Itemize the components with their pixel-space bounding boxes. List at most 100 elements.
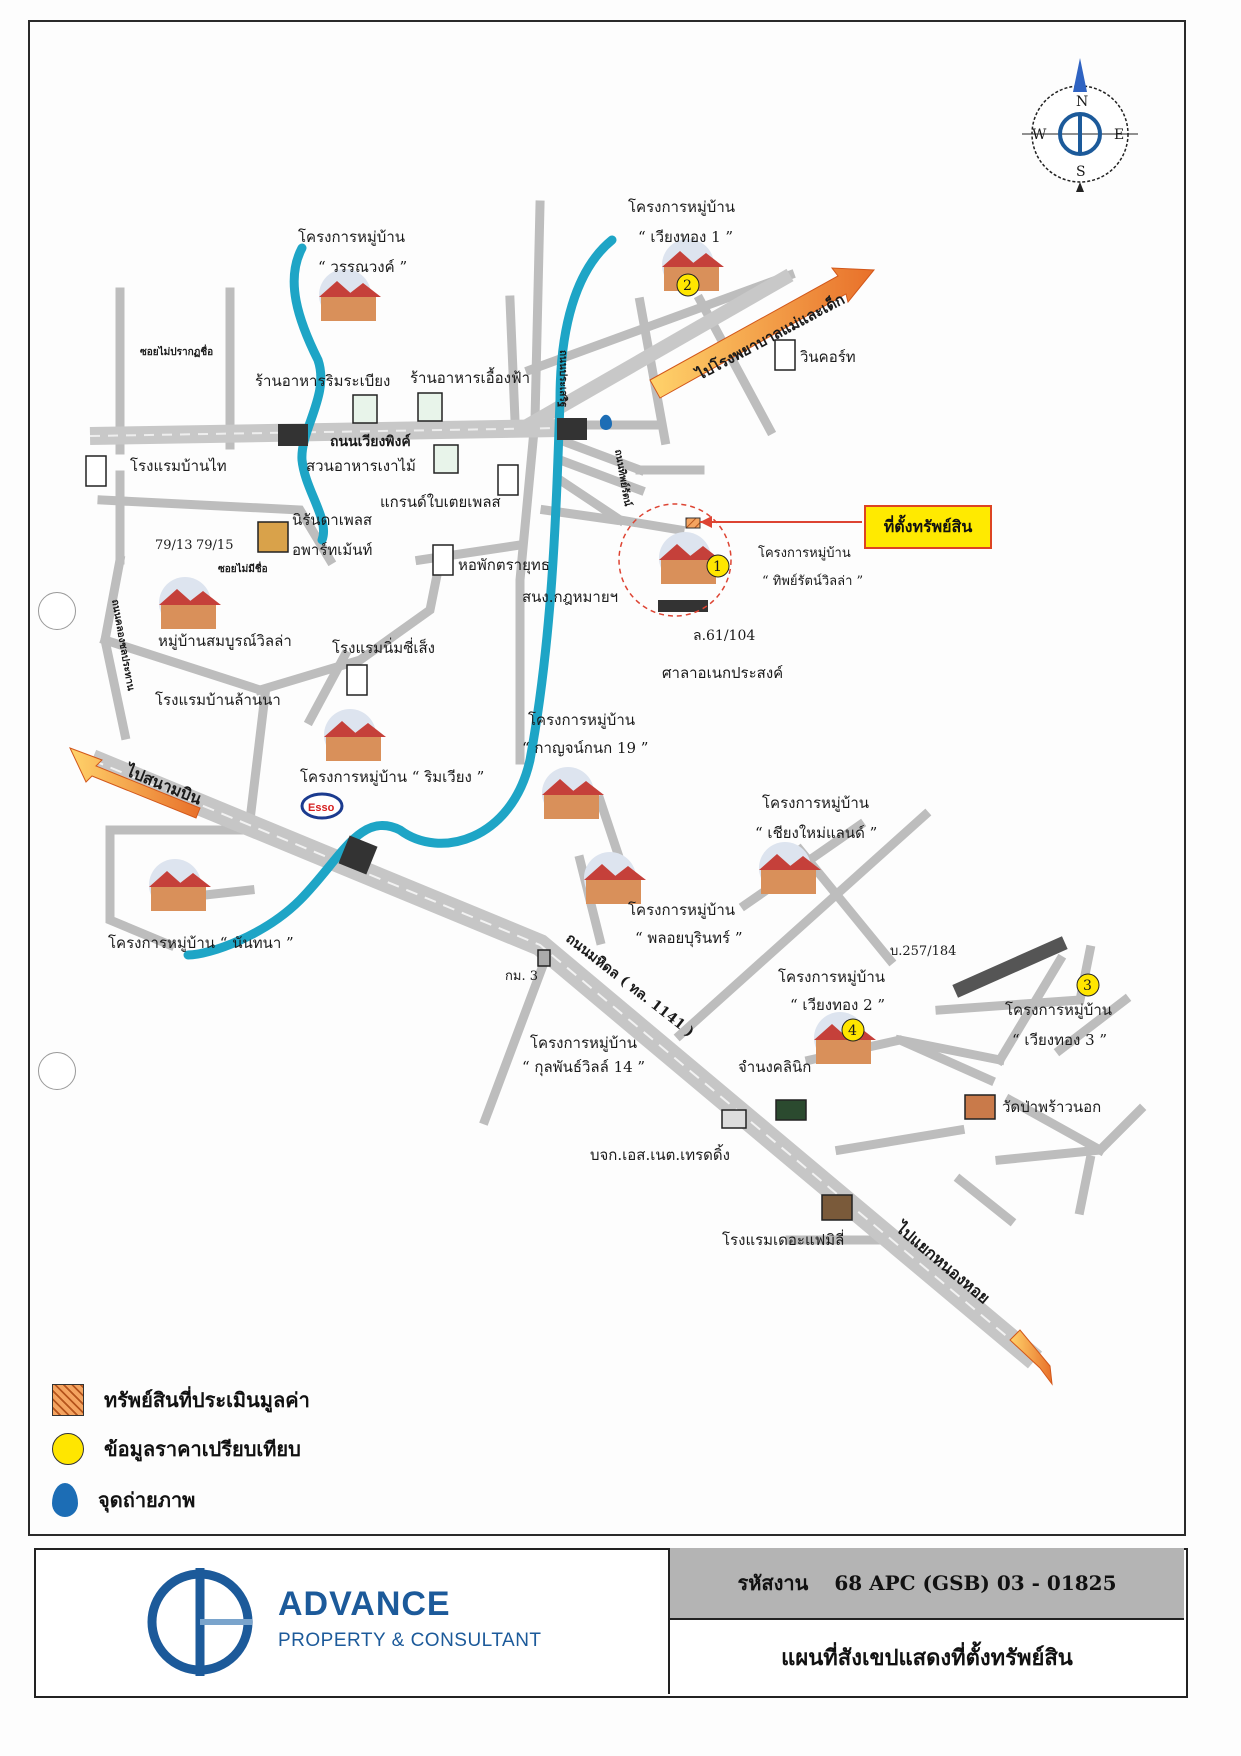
esso-logo-icon: Esso xyxy=(300,792,344,820)
compass-n: N xyxy=(1076,94,1088,110)
label-v-ploypurin-1: โครงการหมู่บ้าน xyxy=(628,901,735,919)
svg-text:1: 1 xyxy=(713,559,722,575)
photo-point-icon xyxy=(600,414,612,430)
blue-drop-icon xyxy=(52,1483,78,1517)
restaurant-icon xyxy=(433,444,459,474)
label-v-kanchanakanok-1: โครงการหมู่บ้าน xyxy=(528,711,635,729)
restaurant-icon xyxy=(417,392,443,422)
label-v-wiangthong2-1: โครงการหมู่บ้าน xyxy=(778,968,885,986)
grand-bayi-icon xyxy=(497,464,519,496)
village-icon xyxy=(584,852,646,904)
yellow-circle-icon xyxy=(52,1433,84,1465)
svg-text:Esso: Esso xyxy=(308,802,335,814)
label-nirun-1: นิรันดาเพลส xyxy=(292,511,372,529)
label-wat: วัดป่าพร้าวนอก xyxy=(1002,1098,1101,1116)
bridges xyxy=(278,418,587,875)
label-soi-noname2: ซอยไม่มีชื่อ xyxy=(218,561,268,575)
village-icon xyxy=(324,709,386,761)
map-border xyxy=(28,20,1186,1536)
label-v-kulphanvill-2: “ กุลพันธ์วิลล์ 14 ” xyxy=(522,1058,645,1077)
label-79-15: 79/15 xyxy=(196,538,233,553)
svg-text:4: 4 xyxy=(848,1023,857,1039)
label-v-wiangthong3-2: “ เวียงทอง 3 ” xyxy=(1012,1031,1107,1049)
label-v-wiangthong3-1: โครงการหมู่บ้าน xyxy=(1005,1001,1112,1019)
label-hotel-nimsiseng: โรงแรมนิ่มซี่เส็ง xyxy=(332,637,435,657)
comparison-marker-2: 2 xyxy=(676,273,700,297)
label-company: บจก.เอส.เนต.เทรดดิ้ง xyxy=(590,1144,730,1164)
legend-label: จุดถ่ายภาพ xyxy=(98,1488,196,1512)
jamnong-icon xyxy=(775,1099,807,1121)
village-icon xyxy=(319,269,381,321)
label-soi-noname: ซอยไม่ปรากฏชื่อ xyxy=(140,344,213,358)
label-nirun-2: อพาร์ทเม้นท์ xyxy=(292,541,372,559)
company-icon xyxy=(721,1109,747,1129)
hotel-bantai-icon xyxy=(85,455,107,487)
label-v-wiangthong1-1: โครงการหมู่บ้าน xyxy=(628,198,735,216)
legend-label: ทรัพย์สินที่ประเมินมูลค่า xyxy=(104,1388,310,1412)
dorm-icon xyxy=(432,544,454,576)
compass-e: E xyxy=(1114,127,1124,143)
label-v-thipratvilla-1: โครงการหมู่บ้าน xyxy=(758,545,851,561)
label-house-6104: ล.61/104 xyxy=(693,628,755,644)
label-rest-rimpiang: ร้านอาหารริมระเบียง xyxy=(255,372,390,390)
binder-hole-bottom xyxy=(38,1052,76,1090)
brand-name: ADVANCE xyxy=(278,1585,451,1623)
map-title: แผนที่สังเขปแสดงที่ตั้งทรัพย์สิน xyxy=(668,1620,1184,1694)
label-79-13: 79/13 xyxy=(155,538,192,553)
comparison-markers: 1 2 3 4 xyxy=(676,273,1100,1042)
village-icon xyxy=(659,532,721,584)
comparison-marker-4: 4 xyxy=(841,1018,865,1042)
label-road-prasert: ถนนประเสริฐ xyxy=(557,350,569,408)
village-icon xyxy=(542,767,604,819)
legend-row-comparison: ข้อมูลราคาเปรียบเทียบ xyxy=(52,1433,301,1465)
label-v-thipratvilla-2: “ ทิพย์รัตน์วิลล่า ” xyxy=(762,573,863,589)
job-code-label: รหัสงาน xyxy=(737,1571,809,1595)
label-rest-ueangfa: ร้านอาหารเอื้องฟ้า xyxy=(410,367,530,387)
label-v-wiangthong1-2: “ เวียงทอง 1 ” xyxy=(638,228,733,246)
village-icon xyxy=(149,859,211,911)
compass-w: W xyxy=(1032,127,1047,143)
village-icon xyxy=(759,842,821,894)
canals xyxy=(183,235,617,960)
label-v-warnawong-2: “ วรรณวงค์ ” xyxy=(318,258,407,276)
label-dorm-rayut: หอพักตรายุทธ xyxy=(458,556,550,575)
wincourt-icon xyxy=(774,339,796,371)
job-code-value: 68 APC (GSB) 03 - 01825 xyxy=(834,1571,1117,1595)
advance-logo-icon xyxy=(147,1568,253,1676)
property-location xyxy=(618,503,862,617)
comparison-marker-1: 1 xyxy=(706,554,730,578)
label-km3: กม. 3 xyxy=(505,969,538,984)
restaurant-icon xyxy=(352,394,378,424)
label-v-chiangmailand-2: “ เชียงใหม่แลนด์ ” xyxy=(755,824,877,842)
label-v-wiangthong2-2: “ เวียงทอง 2 ” xyxy=(790,996,885,1014)
row-houses xyxy=(658,600,1068,998)
comparison-marker-3: 3 xyxy=(1076,973,1100,997)
hotel-family-icon xyxy=(821,1194,853,1221)
label-wincourt: วินคอร์ท xyxy=(799,348,855,366)
job-code-box: รหัสงาน 68 APC (GSB) 03 - 01825 xyxy=(668,1548,1184,1620)
label-law-office: สนง.กฎหมายฯ xyxy=(522,588,618,606)
property-location-tag: ที่ตั้งทรัพย์สิน xyxy=(864,505,992,549)
village-icons xyxy=(149,239,876,1064)
label-hotel-family: โรงแรมเดอะแฟมิลี่ xyxy=(722,1229,844,1249)
label-road-wiangping: ถนนเวียงพิงค์ xyxy=(330,433,411,450)
label-rest-ngaomai: สวนอาหารเงาไม้ xyxy=(306,457,416,475)
legend-row-property: ทรัพย์สินที่ประเมินมูลค่า xyxy=(52,1384,310,1416)
label-v-ploypurin-2: “ พลอยบุรินทร์ ” xyxy=(635,929,743,948)
brand-subtitle: PROPERTY & CONSULTANT xyxy=(278,1630,542,1651)
label-v-chiangmailand-1: โครงการหมู่บ้าน xyxy=(762,794,869,812)
label-hotel-bantai: โรงแรมบ้านไท xyxy=(130,457,227,475)
label-hotel-lanna: โรงแรมบ้านล้านนา xyxy=(155,691,281,709)
nirun-icon xyxy=(257,521,289,553)
property-marker-icon xyxy=(685,517,701,529)
compass-rose-icon: N S E W xyxy=(1022,58,1138,192)
label-v-rimwiang: โครงการหมู่บ้าน “ ริมเวียง ” xyxy=(300,768,484,786)
label-v-kulphanvill-1: โครงการหมู่บ้าน xyxy=(530,1034,637,1052)
label-v-warnawong-1: โครงการหมู่บ้าน xyxy=(298,228,405,246)
label-v-kanchanakanok-2: “ กาญจน์กนก 19 ” xyxy=(522,739,648,757)
label-plot-257: บ.257/184 xyxy=(890,944,956,959)
village-icon xyxy=(159,577,221,629)
direction-arrows xyxy=(69,267,1053,1386)
